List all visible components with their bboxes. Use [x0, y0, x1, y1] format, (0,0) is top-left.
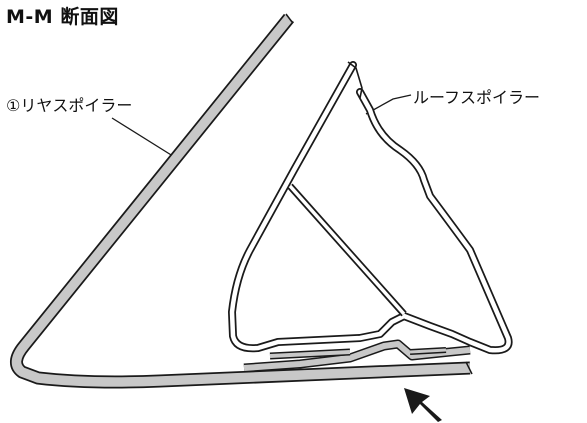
rear-spoiler-label: ①リヤスポイラー: [6, 96, 133, 115]
diagram-title: M-M 断面図: [6, 6, 119, 28]
roof-spoiler-label: ルーフスポイラー: [413, 88, 541, 107]
roof-spoiler-leader-line: [365, 94, 412, 115]
roof-spoiler-body: [228, 61, 513, 355]
rear-spoiler-leader-line: [111, 117, 177, 159]
rear-spoiler-panel: [10, 13, 473, 389]
direction-arrow-icon: [404, 388, 442, 422]
mounting-base: [243, 339, 471, 373]
